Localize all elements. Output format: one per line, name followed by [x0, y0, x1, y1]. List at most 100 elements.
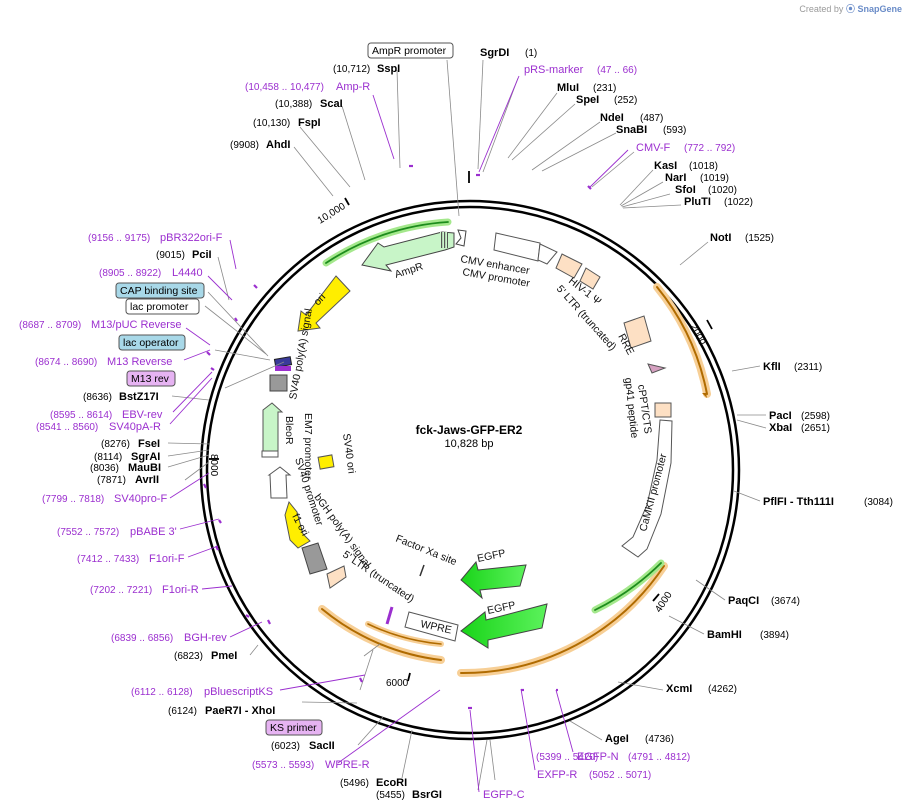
primer-pbluescriptks[interactable]: pBluescriptKS	[204, 686, 273, 698]
enzyme-bamhi-pos: (3894)	[760, 630, 789, 641]
enzyme-sgrdi[interactable]: SgrDI	[480, 47, 509, 59]
primer-sv40pa-r[interactable]: SV40pA-R	[109, 421, 161, 433]
enzyme-paqci[interactable]: PaqCI	[728, 595, 759, 607]
enzyme-snabi[interactable]: SnaBI	[616, 124, 647, 136]
primer-f1ori-r[interactable]: F1ori-R	[162, 584, 199, 596]
credit-brand: SnapGene	[857, 4, 902, 14]
enzyme-pmei[interactable]: PmeI	[211, 650, 237, 662]
enzyme-avrii[interactable]: AvrII	[135, 474, 159, 486]
enzyme-ecori-pos: (5496)	[340, 778, 369, 789]
enzyme-pcii[interactable]: PciI	[192, 249, 212, 261]
enzyme-nari-pos: (1019)	[700, 173, 729, 184]
primer-sv40pa-r-pos: (8541 .. 8560)	[36, 422, 98, 433]
primer-bgh-rev[interactable]: BGH-rev	[184, 632, 227, 644]
feature-factor-xa: Factor Xa site	[394, 533, 459, 568]
enzyme-sacii-pos: (6023)	[271, 741, 300, 752]
primer-sv40pro-f-pos: (7799 .. 7818)	[42, 494, 104, 505]
enzyme-maubi[interactable]: MauBI	[128, 462, 161, 474]
enzyme-sspi[interactable]: SspI	[377, 63, 400, 75]
primer-egfp-c[interactable]: EGFP-C	[483, 789, 525, 801]
primer-f1ori-f-pos: (7412 .. 7433)	[77, 554, 139, 565]
primer-f1ori-f[interactable]: F1ori-F	[149, 553, 185, 565]
primer-sv40pro-f[interactable]: SV40pro-F	[114, 493, 167, 505]
highlight-arcs	[318, 218, 711, 678]
leader-lines	[167, 59, 767, 791]
tick-label-10000: 10,000	[316, 201, 348, 227]
enzyme-ahdi-pos: (9908)	[230, 140, 259, 151]
credit-prefix: Created by	[799, 4, 844, 14]
enzyme-sgrai[interactable]: SgrAI	[131, 451, 160, 463]
primer-marks	[203, 164, 592, 710]
primer-m13-reverse-pos: (8674 .. 8690)	[35, 357, 97, 368]
primer-ebv-rev[interactable]: EBV-rev	[122, 409, 163, 421]
enzyme-kfli[interactable]: KflI	[763, 361, 781, 373]
primer-egfp-n[interactable]: EGFP-N	[577, 751, 619, 763]
tick-marks	[209, 171, 713, 682]
enzyme-ndei[interactable]: NdeI	[600, 112, 624, 124]
enzyme-agei-pos: (4736)	[645, 734, 674, 745]
tick-label-6000: 6000	[386, 678, 409, 689]
primer-prs-marker[interactable]: pRS-marker	[524, 64, 584, 76]
enzyme-noti[interactable]: NotI	[710, 232, 731, 244]
primer-pbr322ori-f[interactable]: pBR322ori-F	[160, 232, 223, 244]
enzyme-pluti[interactable]: PluTI	[684, 196, 711, 208]
enzyme-sfoi[interactable]: SfoI	[675, 184, 696, 196]
feature-sv40-polya: SV40 poly(A) signal	[287, 308, 315, 401]
boxed-cap-binding-site[interactable]: CAP binding site	[120, 285, 198, 297]
boxed-m13-rev[interactable]: M13 rev	[131, 373, 170, 385]
primer-labels: pRS-marker (47 .. 66) CMV-F (772 .. 792)…	[19, 64, 735, 801]
primer-wpre-r[interactable]: WPRE-R	[325, 759, 370, 771]
boxed-lac-operator[interactable]: lac operator	[123, 337, 179, 349]
enzyme-bsrgi[interactable]: BsrGI	[412, 789, 442, 801]
primer-pbabe3[interactable]: pBABE 3'	[130, 526, 177, 538]
enzyme-paqci-pos: (3674)	[771, 596, 800, 607]
enzyme-kasi[interactable]: KasI	[654, 160, 677, 172]
feature-bleor: BleoR	[283, 416, 295, 445]
primer-m13-puc-reverse-pos: (8687 .. 8709)	[19, 320, 81, 331]
enzyme-bstz17i[interactable]: BstZ17I	[119, 391, 159, 403]
tick-label-4000: 4000	[653, 590, 675, 615]
primer-amp-r[interactable]: Amp-R	[336, 81, 370, 93]
primer-f1ori-r-pos: (7202 .. 7221)	[90, 585, 152, 596]
enzyme-ahdi[interactable]: AhdI	[266, 139, 290, 151]
enzyme-labels: SgrDI (1) MluI (231) SpeI (252) NdeI (48…	[83, 47, 893, 801]
enzyme-bamhi[interactable]: BamHI	[707, 629, 742, 641]
enzyme-kfli-pos: (2311)	[794, 362, 822, 373]
enzyme-pflfi-tth111i[interactable]: PflFI - Tth111I	[763, 496, 834, 508]
primer-exfp-r[interactable]: EXFP-R	[537, 769, 577, 781]
enzyme-scai[interactable]: ScaI	[320, 98, 343, 110]
enzyme-fspi[interactable]: FspI	[298, 117, 321, 129]
primer-m13-reverse[interactable]: M13 Reverse	[107, 356, 172, 368]
enzyme-agei[interactable]: AgeI	[605, 733, 629, 745]
enzyme-sacii[interactable]: SacII	[309, 740, 335, 752]
enzyme-maubi-pos: (8036)	[90, 463, 119, 474]
enzyme-xbai[interactable]: XbaI	[769, 422, 792, 434]
primer-l4440[interactable]: L4440	[172, 267, 203, 279]
enzyme-paci-pos: (2598)	[801, 411, 830, 422]
enzyme-fsei[interactable]: FseI	[138, 438, 160, 450]
enzyme-spei[interactable]: SpeI	[576, 94, 599, 106]
primer-cmv-f[interactable]: CMV-F	[636, 142, 671, 154]
feature-egfp-1: EGFP	[476, 547, 506, 565]
enzyme-xcmi[interactable]: XcmI	[666, 683, 692, 695]
enzyme-mlui[interactable]: MluI	[557, 82, 579, 94]
enzyme-spei-pos: (252)	[614, 95, 637, 106]
plasmid-size: 10,828 bp	[445, 438, 494, 450]
enzyme-nari[interactable]: NarI	[665, 172, 686, 184]
boxed-ks-primer[interactable]: KS primer	[270, 722, 317, 734]
enzyme-ndei-pos: (487)	[640, 113, 663, 124]
enzyme-bsrgi-pos: (5455)	[376, 790, 405, 801]
enzyme-paer7i-pos: (6124)	[168, 706, 197, 717]
boxed-ampr-promoter[interactable]: AmpR promoter	[372, 45, 447, 57]
backbone-ring	[199, 199, 741, 741]
boxed-lac-promoter[interactable]: lac promoter	[130, 301, 189, 313]
primer-m13-puc-reverse[interactable]: M13/pUC Reverse	[91, 319, 181, 331]
enzyme-paci[interactable]: PacI	[769, 410, 792, 422]
enzyme-paer7i-xhoi[interactable]: PaeR7I - XhoI	[205, 705, 275, 717]
enzyme-ecori[interactable]: EcoRI	[376, 777, 407, 789]
enzyme-sfoi-pos: (1020)	[708, 185, 737, 196]
primer-amp-r-pos: (10,458 .. 10,477)	[245, 82, 324, 93]
enzyme-sgrdi-pos: (1)	[525, 48, 537, 59]
enzyme-avrii-pos: (7871)	[97, 475, 126, 486]
